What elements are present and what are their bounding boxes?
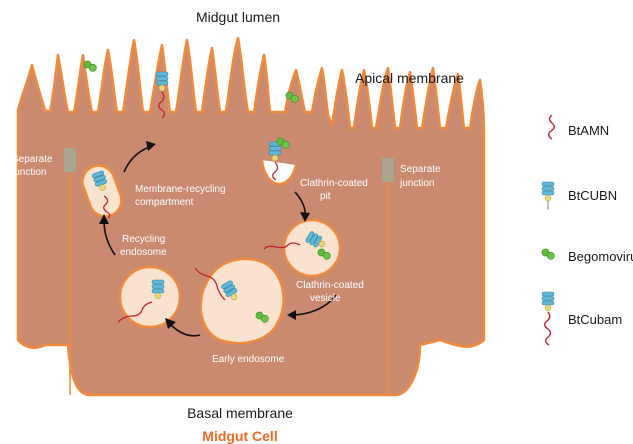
legend-btamn-label: BtAMN: [568, 123, 609, 138]
legend: BtAMN BtCUBN Begomovirus BtCubam: [541, 114, 633, 346]
clathrin-pit-label-2: pit: [320, 191, 331, 202]
apical-membrane-label: Apical membrane: [355, 70, 464, 86]
clathrin-pit-label-1: Clathrin-coated: [300, 178, 368, 189]
separate-junction-left-label-2: junction: [11, 167, 46, 178]
clathrin-vesicle-label-2: vesicle: [310, 293, 341, 304]
clathrin-coated-vesicle: [263, 218, 342, 278]
begomovirus-icon: [541, 248, 555, 260]
legend-btcubam-label: BtCubam: [568, 312, 622, 327]
recycling-endosome: [117, 265, 182, 329]
separate-junction-right: [382, 158, 394, 182]
separate-junction-left-label-1: Separate: [12, 154, 53, 165]
membrane-recycling-compartment: [81, 164, 123, 219]
separate-junction-left: [64, 148, 76, 172]
midgut-lumen-label: Midgut lumen: [196, 9, 280, 25]
early-endosome-label: Early endosome: [212, 354, 285, 365]
clathrin-vesicle-label-1: Clathrin-coated: [296, 280, 364, 291]
arrow-heads: [99, 141, 310, 329]
membrane-recycling-label-1: Membrane-recycling: [135, 184, 226, 195]
legend-begomovirus-label: Begomovirus: [568, 249, 633, 264]
separate-junction-right-label-1: Separate: [400, 164, 441, 175]
early-endosome: [194, 257, 285, 345]
recycling-endosome-label-1: Recycling: [122, 234, 165, 245]
membrane-recycling-label-2: compartment: [135, 197, 194, 208]
basal-membrane-label: Basal membrane: [187, 405, 293, 421]
legend-btcubn-label: BtCUBN: [568, 188, 617, 203]
btamn-icon: [548, 114, 555, 140]
clathrin-pit-notch: [260, 159, 298, 186]
btcubam-icon: [541, 291, 555, 346]
recycling-endosome-label-2: endosome: [120, 247, 167, 258]
btcubn-icon: [541, 181, 555, 210]
separate-junction-right-label-2: junction: [399, 178, 434, 189]
midgut-cell-title: Midgut Cell: [202, 428, 277, 444]
